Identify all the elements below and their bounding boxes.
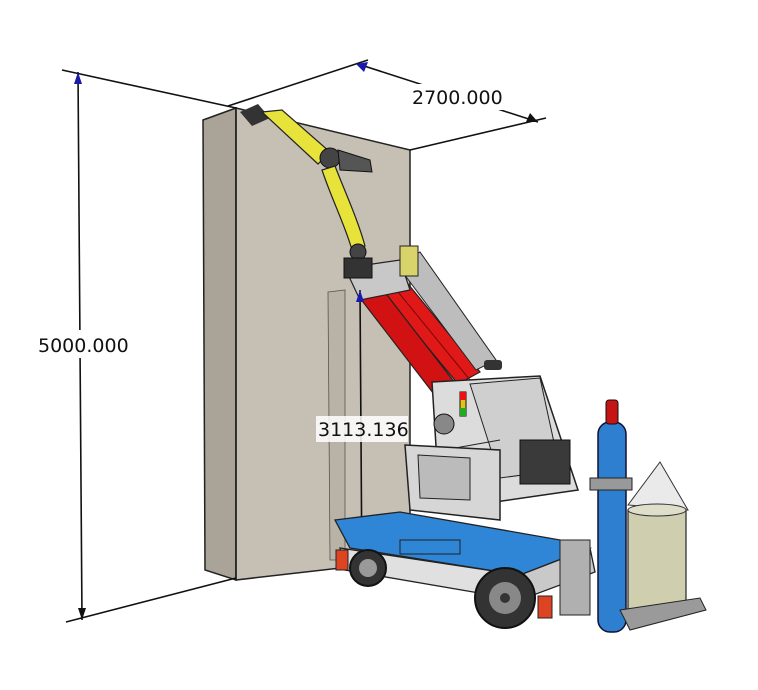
wall-front-face: [202, 106, 237, 582]
wall: [202, 106, 411, 582]
robot-arm: [240, 104, 373, 279]
arrow-up-icon: [74, 72, 82, 84]
boom: [344, 245, 497, 403]
tank: [619, 461, 707, 631]
outrigger-left: [335, 549, 349, 571]
fan-icon: [433, 413, 455, 435]
gas-cylinder: [589, 399, 633, 633]
wall-side-face: [235, 107, 411, 581]
chassis: [333, 444, 596, 629]
dimension-length: 2700.000: [227, 59, 547, 151]
dimension-height: 5000.000: [30, 69, 237, 623]
dimension-arm-height: 3113.136: [316, 289, 409, 586]
arrow-down-icon: [78, 608, 86, 620]
dimension-height-label: 5000.000: [38, 335, 129, 357]
arrow-up-icon: [356, 290, 364, 302]
arrow-right-icon: [526, 113, 538, 122]
arrow-left-icon: [356, 62, 368, 72]
dimension-arm-height-label: 3113.136: [318, 419, 409, 441]
dimension-length-label: 2700.000: [412, 87, 503, 109]
outrigger-right: [537, 595, 553, 619]
